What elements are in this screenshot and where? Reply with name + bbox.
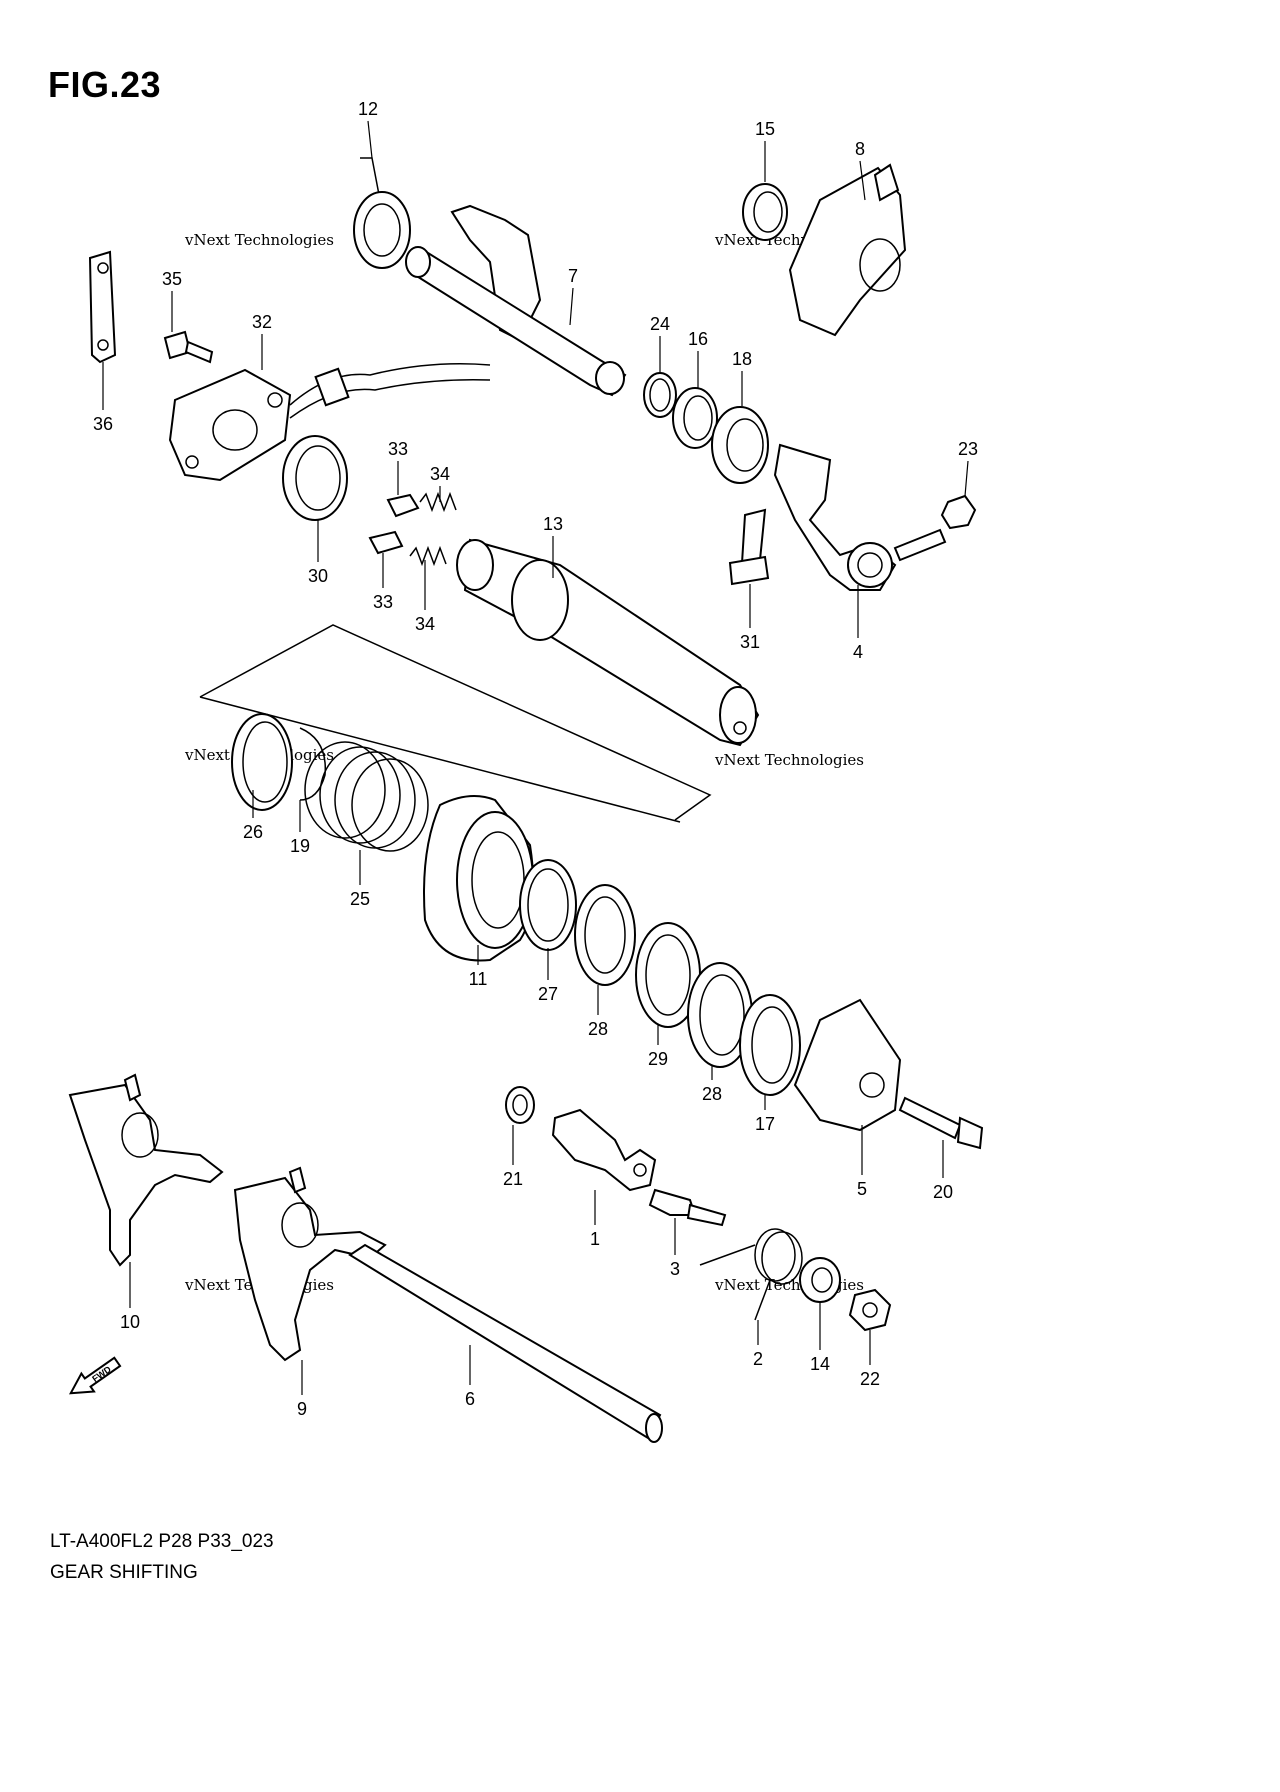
- callout-label-12: 12: [358, 99, 378, 119]
- callout-label-28: 28: [702, 1084, 722, 1104]
- callout-label-21: 21: [503, 1169, 523, 1189]
- callout-label-33: 33: [388, 439, 408, 459]
- watermark-text: vNext Technologies: [714, 751, 864, 769]
- callout-label-1: 1: [590, 1229, 600, 1249]
- callout-label-23: 23: [958, 439, 978, 459]
- part-25-spring: [304, 741, 429, 852]
- part-33-pin-upper: [386, 493, 420, 518]
- fwd-arrow-icon: FWD: [68, 1356, 122, 1395]
- exploded-panel-bottom: [199, 696, 681, 823]
- part-8-shift-plate: [788, 163, 907, 337]
- part-32-sensor: [168, 363, 491, 482]
- part-12-spring: [353, 157, 411, 269]
- part-30-washer: [282, 435, 348, 521]
- watermark-mid-right: vNext Technologies: [714, 751, 864, 769]
- part-7-shift-shaft: [405, 204, 627, 397]
- callout-label-31: 31: [740, 632, 760, 652]
- part-16-washer: [672, 387, 718, 449]
- exploded-panel-outline: [199, 624, 712, 821]
- callout-leader-line: [569, 287, 574, 326]
- part-14-washer: [799, 1257, 841, 1303]
- figure-name: GEAR SHIFTING: [50, 1562, 198, 1583]
- callout-label-25: 25: [350, 889, 370, 909]
- part-34-spring-lower: [409, 545, 447, 567]
- callout-label-26: 26: [243, 822, 263, 842]
- part-36-arm: [88, 250, 117, 364]
- part-24-circlip: [643, 372, 677, 418]
- callout-label-8: 8: [855, 139, 865, 159]
- callout-label-22: 22: [860, 1369, 880, 1389]
- figure-title: FIG.23: [48, 64, 162, 105]
- callout-label-29: 29: [648, 1049, 668, 1069]
- part-5-cam-stopper: [793, 998, 902, 1132]
- part-28-washer-upper: [574, 884, 636, 986]
- callout-label-9: 9: [297, 1399, 307, 1419]
- watermark-top-left: vNext Technologies: [184, 231, 334, 249]
- part-1-stopper-arm: [551, 1108, 657, 1192]
- callout-label-28: 28: [588, 1019, 608, 1039]
- watermark-bottom-right: vNext Technologies: [714, 1276, 864, 1294]
- callout-label-17: 17: [755, 1114, 775, 1134]
- part-23-nut: [940, 494, 977, 530]
- part-34-spring-upper: [419, 491, 457, 513]
- callout-label-4: 4: [853, 642, 863, 662]
- callout-label-36: 36: [93, 414, 113, 434]
- callout-label-6: 6: [465, 1389, 475, 1409]
- callout-label-34: 34: [430, 464, 450, 484]
- part-27-circlip: [519, 859, 577, 951]
- figure-model-code: LT-A400FL2 P28 P33_023: [50, 1531, 274, 1552]
- watermark-text: vNext Technologies: [714, 1276, 864, 1294]
- callout-label-14: 14: [810, 1354, 830, 1374]
- part-11-cam-drive: [423, 795, 535, 962]
- callout-label-27: 27: [538, 984, 558, 1004]
- part-4-shift-arm: [773, 443, 947, 591]
- callout-label-11: 11: [469, 969, 488, 989]
- part-10-shift-fork: [68, 1073, 224, 1267]
- callout-label-18: 18: [732, 349, 752, 369]
- part-6-fork-shaft: [348, 1243, 663, 1443]
- part-18-bearing: [711, 406, 769, 484]
- part-35-bolt: [163, 330, 214, 364]
- callout-label-3: 3: [670, 1259, 680, 1279]
- callout-label-5: 5: [857, 1179, 867, 1199]
- part-9-shift-fork: [233, 1166, 387, 1362]
- part-3-stud: [648, 1188, 727, 1227]
- callout-label-7: 7: [568, 266, 578, 286]
- part-26-snap-ring: [231, 713, 293, 811]
- callout-label-15: 15: [755, 119, 775, 139]
- callout-label-33: 33: [373, 592, 393, 612]
- callout-label-32: 32: [252, 312, 272, 332]
- callout-label-16: 16: [688, 329, 708, 349]
- callout-label-10: 10: [120, 1312, 140, 1332]
- callout-label-24: 24: [650, 314, 670, 334]
- part-21-washer: [505, 1086, 535, 1124]
- part-33-pin-lower: [368, 530, 404, 555]
- part-13-shift-cam: [456, 538, 760, 747]
- callout-label-13: 13: [543, 514, 563, 534]
- callout-leader-line: [859, 160, 866, 201]
- part-15-washer: [742, 183, 788, 241]
- callout-leader-line: [964, 460, 969, 497]
- callout-label-34: 34: [415, 614, 435, 634]
- part-19-clip: [299, 727, 327, 801]
- callout-label-35: 35: [162, 269, 182, 289]
- watermark-text: vNext Technologies: [184, 231, 334, 249]
- callout-leader-line: [367, 120, 373, 159]
- callout-label-30: 30: [308, 566, 328, 586]
- part-22-nut: [848, 1288, 892, 1332]
- part-20-bolt: [898, 1096, 984, 1150]
- part-17-washer: [739, 994, 801, 1096]
- callout-label-19: 19: [290, 836, 310, 856]
- callout-label-2: 2: [753, 1349, 763, 1369]
- callout-label-20: 20: [933, 1182, 953, 1202]
- part-2-spring: [699, 1228, 803, 1321]
- part-31-bolt: [728, 508, 770, 586]
